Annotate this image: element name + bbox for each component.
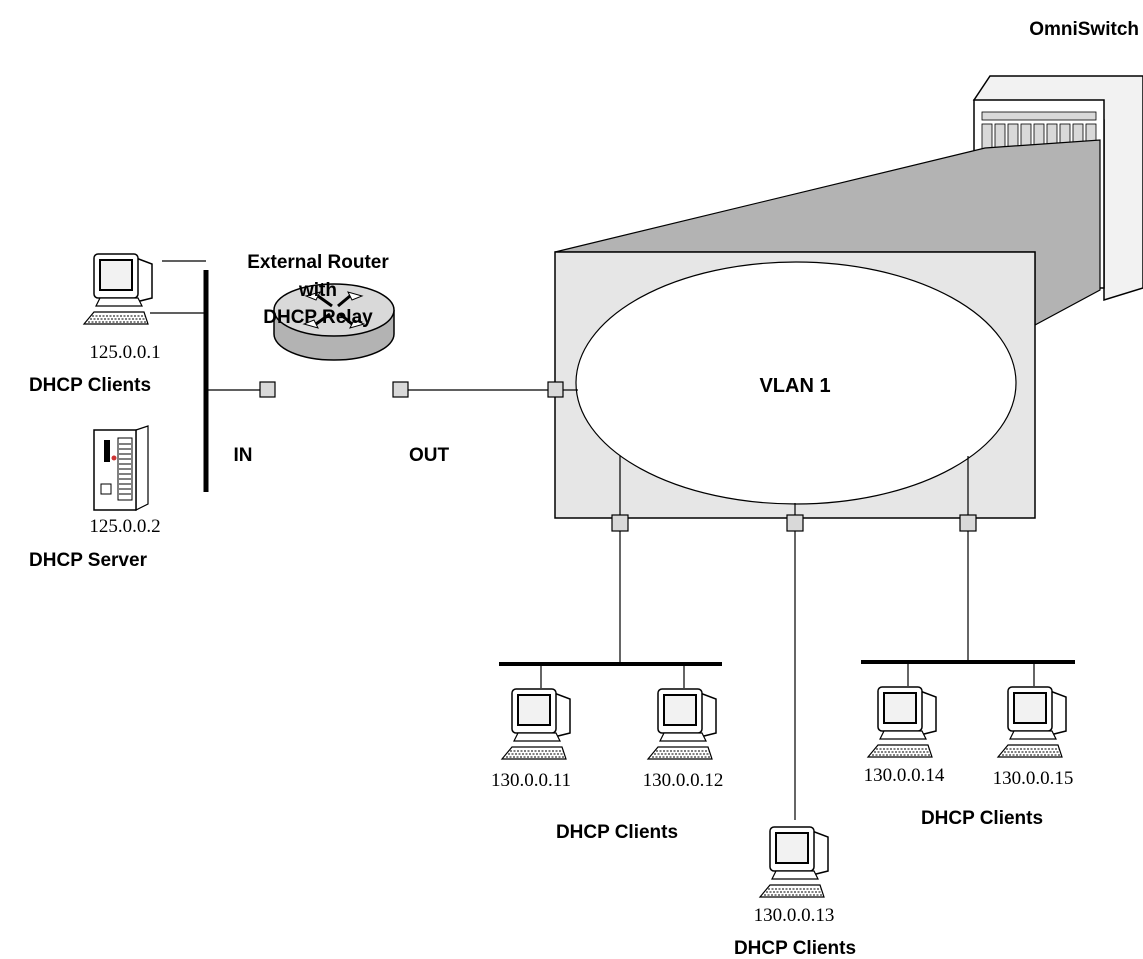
vlan-port-left — [611, 514, 629, 532]
vlan-port-right — [959, 514, 977, 532]
router-out-port — [392, 381, 409, 398]
router-in-port — [259, 381, 276, 398]
computer-icon-130-15 — [997, 686, 1067, 758]
ip-125-0-0-2: 125.0.0.2 — [89, 516, 160, 537]
dhcp-clients-group-left-label: DHCP Clients — [556, 822, 678, 843]
computer-icon-130-11 — [501, 688, 571, 760]
vlan-ellipse — [575, 261, 1017, 505]
router-title-line-3: DHCP Relay — [263, 307, 373, 328]
ip-130-0-0-13: 130.0.0.13 — [754, 905, 835, 926]
vlan-ingress-port — [547, 381, 564, 398]
router-title-line-1: External Router — [247, 252, 389, 273]
dhcp-server-label: DHCP Server — [29, 550, 148, 571]
computer-icon-130-14 — [867, 686, 937, 758]
computer-icon-client-125-1 — [83, 253, 153, 325]
dhcp-clients-group-right-label: DHCP Clients — [921, 808, 1043, 829]
in-label: IN — [234, 445, 253, 466]
omniswitch-label: OmniSwitch — [1029, 19, 1139, 40]
vlan-port-middle — [786, 514, 804, 532]
ip-125-0-0-1: 125.0.0.1 — [89, 342, 160, 363]
ip-130-0-0-11: 130.0.0.11 — [491, 770, 571, 791]
computer-icon-130-13 — [759, 826, 829, 898]
out-label: OUT — [409, 445, 450, 466]
router-icon — [273, 283, 395, 361]
dhcp-clients-middle-label: DHCP Clients — [734, 938, 856, 959]
computer-icon-130-12 — [647, 688, 717, 760]
vlan-label: VLAN 1 — [759, 375, 830, 397]
ip-130-0-0-15: 130.0.0.15 — [993, 768, 1074, 789]
router-title-line-2: with — [298, 280, 337, 301]
dhcp-clients-left-label: DHCP Clients — [29, 375, 151, 396]
ip-130-0-0-14: 130.0.0.14 — [864, 765, 945, 786]
ip-130-0-0-12: 130.0.0.12 — [643, 770, 724, 791]
server-icon — [93, 425, 149, 511]
